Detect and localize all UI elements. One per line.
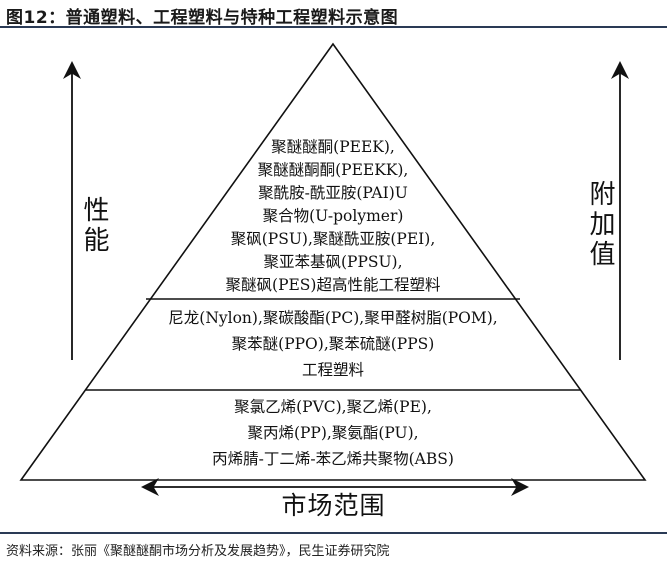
- tier-general-line: 丙烯腈-丁二烯-苯乙烯共聚物(ABS): [212, 450, 454, 468]
- tier-special-line: 聚酰胺-酰亚胺(PAI)U: [258, 184, 408, 202]
- title-divider: [0, 26, 667, 28]
- tier-engineering-text: 尼龙(Nylon),聚碳酸酯(PC),聚甲醛树脂(POM), 聚苯醚(PPO),…: [133, 307, 533, 382]
- tier-engineering-line: 聚苯醚(PPO),聚苯硫醚(PPS): [231, 335, 435, 353]
- performance-label: 性能: [79, 196, 109, 256]
- tier-general-line: 聚氯乙烯(PVC),聚乙烯(PE),: [234, 398, 432, 416]
- tier-general-line: 聚丙烯(PP),聚氨酯(PU),: [247, 424, 419, 442]
- tier-special-line: 聚合物(U-polymer): [262, 207, 404, 225]
- market-range-label: 市场范围: [281, 491, 386, 520]
- tier-special-text: 聚醚醚酮(PEEK), 聚醚醚酮酮(PEEKK), 聚酰胺-酰亚胺(PAI)U …: [183, 136, 483, 297]
- source-note: 资料来源：张丽《聚醚醚酮市场分析及发展趋势》，民生证券研究院: [6, 544, 390, 559]
- tier-special-line: 聚砜(PSU),聚醚酰亚胺(PEI),: [230, 230, 436, 248]
- tier-special-line: 聚醚砜(PES)超高性能工程塑料: [225, 276, 441, 294]
- footer-divider: [0, 532, 667, 534]
- figure-title: 图12：普通塑料、工程塑料与特种工程塑料示意图: [6, 8, 399, 28]
- tier-special-line: 聚醚醚酮酮(PEEKK),: [257, 161, 409, 179]
- tier-special-line: 聚亚苯基砜(PPSU),: [263, 253, 403, 271]
- value-added-label: 附加值: [585, 180, 615, 270]
- tier-engineering-line: 工程塑料: [301, 361, 364, 379]
- tier-general-text: 聚氯乙烯(PVC),聚乙烯(PE), 聚丙烯(PP),聚氨酯(PU), 丙烯腈-…: [133, 394, 533, 471]
- tier-engineering-line: 尼龙(Nylon),聚碳酸酯(PC),聚甲醛树脂(POM),: [168, 309, 498, 327]
- tier-special-line: 聚醚醚酮(PEEK),: [271, 138, 395, 156]
